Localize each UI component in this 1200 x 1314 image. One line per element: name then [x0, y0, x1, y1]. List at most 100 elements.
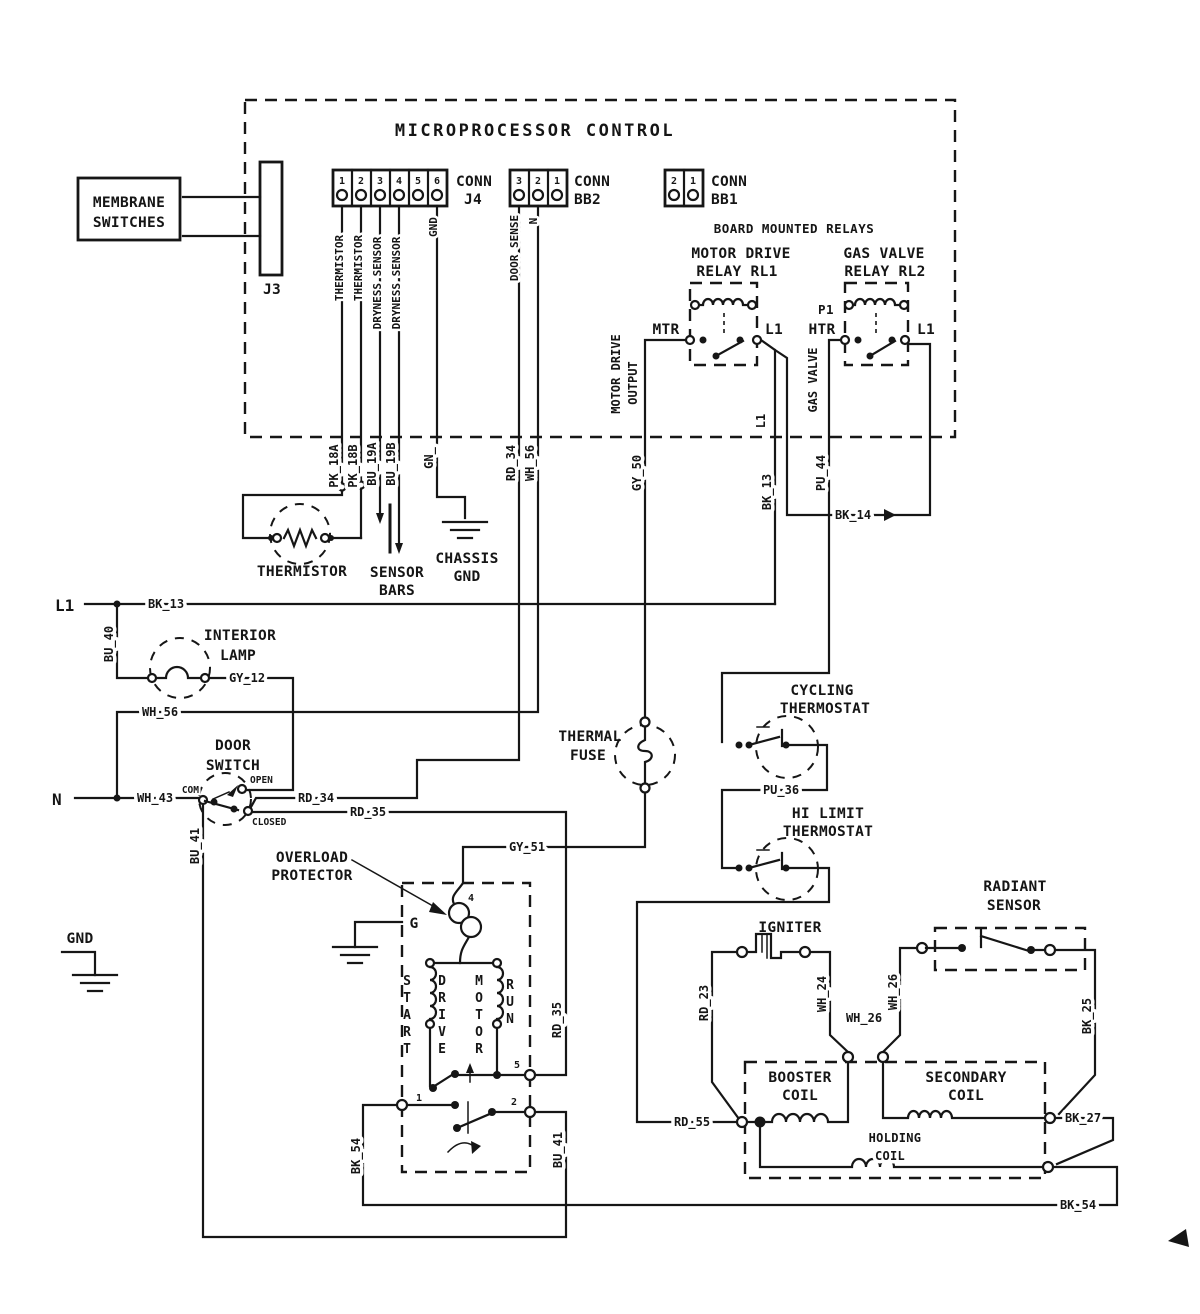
wire-label-bk-25: BK_25 [1080, 998, 1095, 1034]
motor-drive-output-1: MOTOR DRIVE [609, 334, 623, 413]
wire-label-pu-36: PU_36 [763, 783, 799, 798]
gnd-label: GND [66, 931, 93, 947]
wire-pu-36 [720, 743, 829, 870]
bb2-pin-3: 3 [516, 176, 522, 187]
j4-conn-label: CONN [456, 174, 492, 190]
wire-label-bk-54-h: BK_54 [1060, 1198, 1096, 1213]
wire-label-bk-13-v: BK_13 [760, 474, 775, 510]
gas-valve-coils [735, 1050, 1057, 1174]
l1-out-label: L1 [754, 414, 768, 428]
wire-label-wh-26-v: WH_26 [886, 974, 901, 1010]
motor-run-label: RUN [503, 978, 518, 1029]
interior-lamp-label-2: LAMP [220, 648, 256, 664]
j4-pin-5: 5 [415, 176, 421, 187]
relay-rl2 [839, 297, 911, 360]
rl2-p1-label: P1 [818, 302, 834, 317]
wire-bk-27 [1053, 1116, 1115, 1166]
page-title: MICROPROCESSOR CONTROL [395, 121, 675, 141]
secondary-label-1: SECONDARY [925, 1070, 1006, 1086]
radiant-label-2: SENSOR [987, 898, 1041, 914]
chassis-gnd-label-1: CHASSIS [435, 551, 498, 567]
wire-bk-13 [759, 338, 777, 606]
wire-label-rd-34-v: RD_34 [504, 445, 519, 481]
sensor-bars-label-1: SENSOR [370, 565, 424, 581]
cycling-thermostat-outline [755, 715, 819, 779]
wire-label-bk-27: BK_27 [1065, 1111, 1101, 1126]
motor-t1-label: 1 [416, 1093, 422, 1104]
j4-pin-3: 3 [377, 176, 383, 187]
wire-label-wh-43: WH_43 [137, 791, 173, 806]
booster-label-2: COIL [782, 1088, 818, 1104]
overload-label-2: PROTECTOR [271, 868, 352, 884]
motor-t2-label: 2 [511, 1097, 517, 1108]
rl1-name-2: RELAY RL1 [696, 264, 777, 280]
wire-gy-51 [461, 790, 647, 885]
wire-label-wh-56-v: WH_56 [523, 445, 538, 481]
wire-label-wh-24: WH_24 [815, 976, 830, 1012]
holding-label-1: HOLDING [869, 1131, 922, 1145]
wire-label-rd-23: RD_23 [697, 985, 712, 1021]
j4-pin3-label: DRYNESS SENSOR [371, 236, 384, 329]
bb2-pin-1: 1 [554, 176, 560, 187]
door-switch [113, 600, 254, 817]
relay-rl1 [684, 297, 763, 360]
overload-label-1: OVERLOAD [276, 850, 348, 866]
j4-pin1-label: THERMISTOR [333, 235, 346, 302]
thermistor-outline [269, 503, 331, 565]
bb1-conn-label: CONN [711, 174, 747, 190]
wire-bu-40 [115, 602, 150, 680]
rl2-htr-label: HTR [808, 322, 835, 338]
rl2-l1-label: L1 [917, 322, 935, 338]
wire-label-pk-18a: PK_18A [327, 444, 342, 488]
board-relays-heading: BOARD MOUNTED RELAYS [714, 221, 875, 236]
scan-artifact [1168, 1229, 1189, 1247]
wire-label-gy-51: GY_51 [509, 840, 545, 855]
door-switch-outline [198, 772, 252, 826]
motor-t5-label: 5 [514, 1060, 520, 1071]
thermistor-label: THERMISTOR [257, 564, 347, 580]
door-com-label: COM [182, 785, 199, 796]
bb1-pin-1: 1 [690, 176, 696, 187]
motor-box [400, 881, 532, 1174]
wire-bk-25 [1053, 948, 1097, 1116]
wire-wh-56 [115, 204, 540, 800]
wire-label-gy-50: GY_50 [630, 455, 645, 491]
connector-bb2 [508, 168, 569, 208]
wire-label-pu-44: PU_44 [814, 455, 829, 491]
rl1-l1-label: L1 [765, 322, 783, 338]
n-rail-label: N [52, 790, 62, 809]
wire-gy-50 [643, 338, 688, 720]
radiant-label-1: RADIANT [983, 879, 1046, 895]
booster-label-1: BOOSTER [768, 1070, 831, 1086]
wire-label-wh-56-h: WH_56 [142, 705, 178, 720]
wire-label-rd-55: RD_55 [674, 1115, 710, 1130]
rl1-mtr-label: MTR [652, 322, 679, 338]
connector-j3 [258, 160, 284, 277]
cycling-thermostat [735, 726, 790, 749]
wire-pu-44 [720, 338, 843, 744]
bb1-pin-2: 2 [671, 176, 677, 187]
igniter [735, 932, 812, 960]
thermal-fuse [637, 716, 653, 794]
door-open-label: OPEN [250, 775, 273, 786]
sensor-bars [376, 513, 403, 554]
wire-rd-35 [250, 810, 568, 1077]
connector-bb1 [663, 168, 705, 208]
door-switch-label-2: SWITCH [206, 758, 260, 774]
wire-label-bu-41-a: BU_41 [188, 828, 203, 864]
wire-motor-ground [353, 920, 404, 949]
wire-gy-12 [207, 676, 295, 792]
wire-label-bk-54-v: BK_54 [349, 1138, 364, 1174]
interior-lamp-outline [149, 637, 211, 699]
j4-pin6-label: GND [427, 217, 440, 237]
wire-label-rd-35-h: RD_35 [350, 805, 386, 820]
bb2-id-label: BB2 [574, 192, 601, 208]
secondary-coil-wire [881, 1060, 1047, 1120]
hi-limit-thermostat [735, 849, 790, 872]
rl2-name-1: GAS VALVE [843, 246, 924, 262]
igniter-label: IGNITER [758, 920, 821, 936]
holding-coil-wire [758, 1120, 1045, 1169]
door-closed-label: CLOSED [252, 817, 287, 828]
